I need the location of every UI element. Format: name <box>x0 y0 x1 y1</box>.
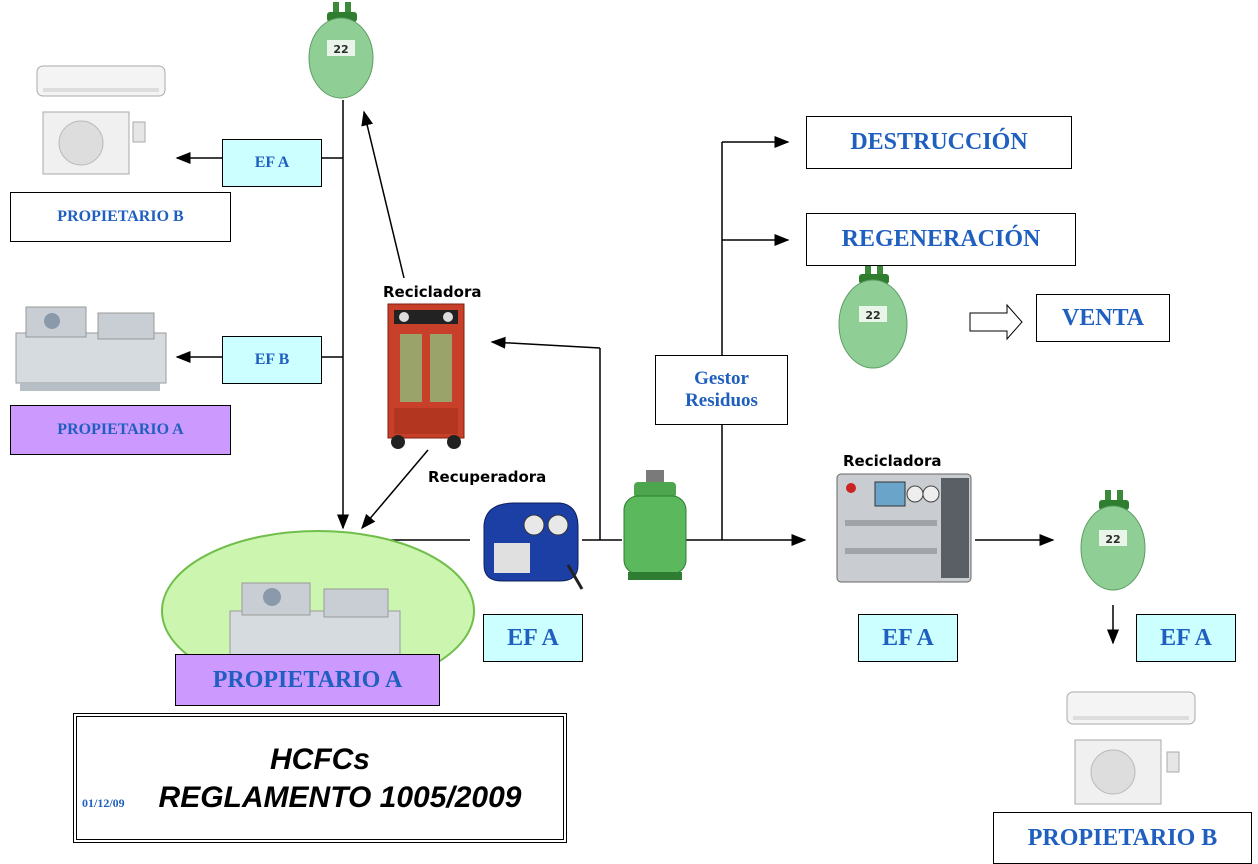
sale-box: VENTA <box>1036 294 1170 342</box>
recovery-label: Recuperadora <box>428 468 547 486</box>
split-ac-icon <box>36 65 166 175</box>
recycler-machine-icon <box>387 303 465 449</box>
efa-box: EF A <box>483 614 583 662</box>
refrigerant-cylinder-icon: 22 <box>838 264 908 369</box>
recycler-label: Recicladora <box>383 283 482 301</box>
owner-b-box: PROPIETARIO B <box>993 812 1252 864</box>
refrigerant-cylinder-icon: 22 <box>1080 490 1146 591</box>
efb-box: EF B <box>222 336 322 384</box>
regulation-number: REGLAMENTO 1005/2009 <box>158 781 522 814</box>
efa-box: EF A <box>222 139 322 187</box>
recycler-label: Recicladora <box>843 452 942 470</box>
regulation-title: HCFCs <box>269 743 370 776</box>
svg-text:22: 22 <box>333 43 348 56</box>
regulation-box: HCFCs REGLAMENTO 1005/2009 <box>73 713 567 843</box>
efa-box: EF A <box>858 614 958 662</box>
recovery-unit-icon <box>483 502 584 590</box>
industrial-chiller-icon <box>15 306 167 391</box>
efa-box: EF A <box>1136 614 1236 662</box>
owner-b-box: PROPIETARIO B <box>10 192 231 242</box>
date-label: 01/12/09 <box>82 796 125 810</box>
recycler-machine-icon <box>836 473 972 583</box>
svg-text:22: 22 <box>865 309 880 322</box>
owner-a-box: PROPIETARIO A <box>10 405 231 455</box>
split-ac-icon <box>1066 691 1196 805</box>
regeneration-box: REGENERACIÓN <box>806 213 1076 266</box>
owner-a-main-box: PROPIETARIO A <box>175 654 440 706</box>
destruction-box: DESTRUCCIÓN <box>806 116 1072 169</box>
gas-bottle-icon <box>623 470 687 580</box>
waste-manager-box: Gestor Residuos <box>655 355 788 425</box>
refrigerant-cylinder-icon: 22 <box>308 2 374 99</box>
svg-text:22: 22 <box>1105 533 1120 546</box>
